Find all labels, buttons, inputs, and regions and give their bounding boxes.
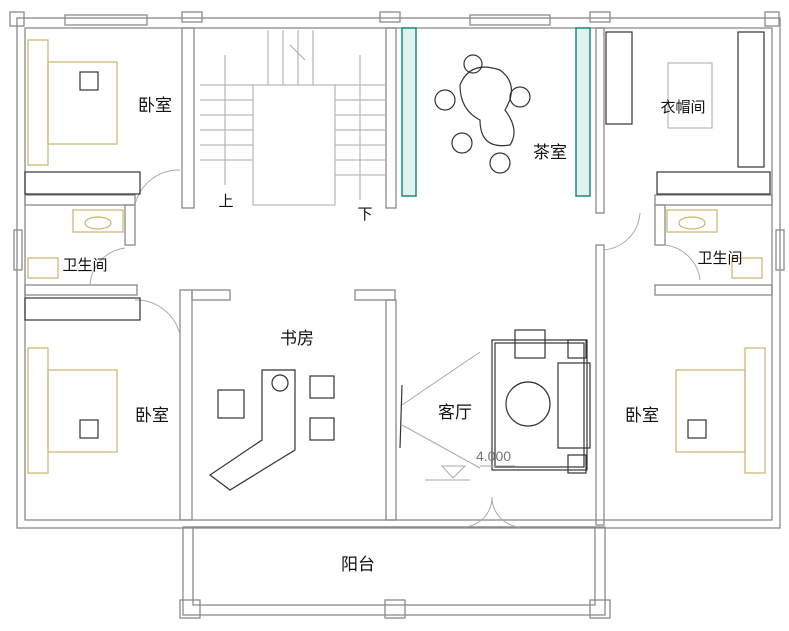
- room-label-bedroom-top-left: 卧室: [138, 96, 172, 116]
- room-label-cloakroom: 衣帽间: [660, 98, 705, 116]
- room-label-living-room: 客厅: [438, 403, 472, 423]
- room-label-bathroom-right: 卫生间: [697, 249, 742, 267]
- cloakroom-furniture: [605, 31, 771, 195]
- tea-room-furniture: [401, 27, 591, 197]
- stairs-down-label: 下: [357, 205, 372, 223]
- living-room-furniture: [399, 329, 591, 481]
- room-label-bathroom-left: 卫生间: [62, 256, 107, 274]
- bathroom-left-furniture: [27, 209, 124, 279]
- elevation-marker: 4.000: [476, 448, 511, 464]
- staircase: [200, 30, 385, 206]
- bedroom-bottom-left-furniture: [24, 297, 141, 474]
- balcony: [179, 496, 611, 619]
- bedroom-right-furniture: [675, 347, 766, 474]
- bathroom-right-furniture: [666, 209, 763, 279]
- interior-walls: [24, 27, 773, 526]
- room-label-bedroom-right: 卧室: [625, 406, 659, 426]
- room-label-tea-room: 茶室: [533, 143, 567, 163]
- stairs-up-label: 上: [218, 192, 233, 210]
- bedroom-top-left-furniture: [24, 39, 141, 195]
- outer-walls: [9, 11, 785, 529]
- room-label-study: 书房: [280, 329, 314, 349]
- room-label-balcony: 阳台: [341, 555, 375, 575]
- room-label-bedroom-bottom-left: 卧室: [135, 406, 169, 426]
- study-furniture: [208, 369, 335, 491]
